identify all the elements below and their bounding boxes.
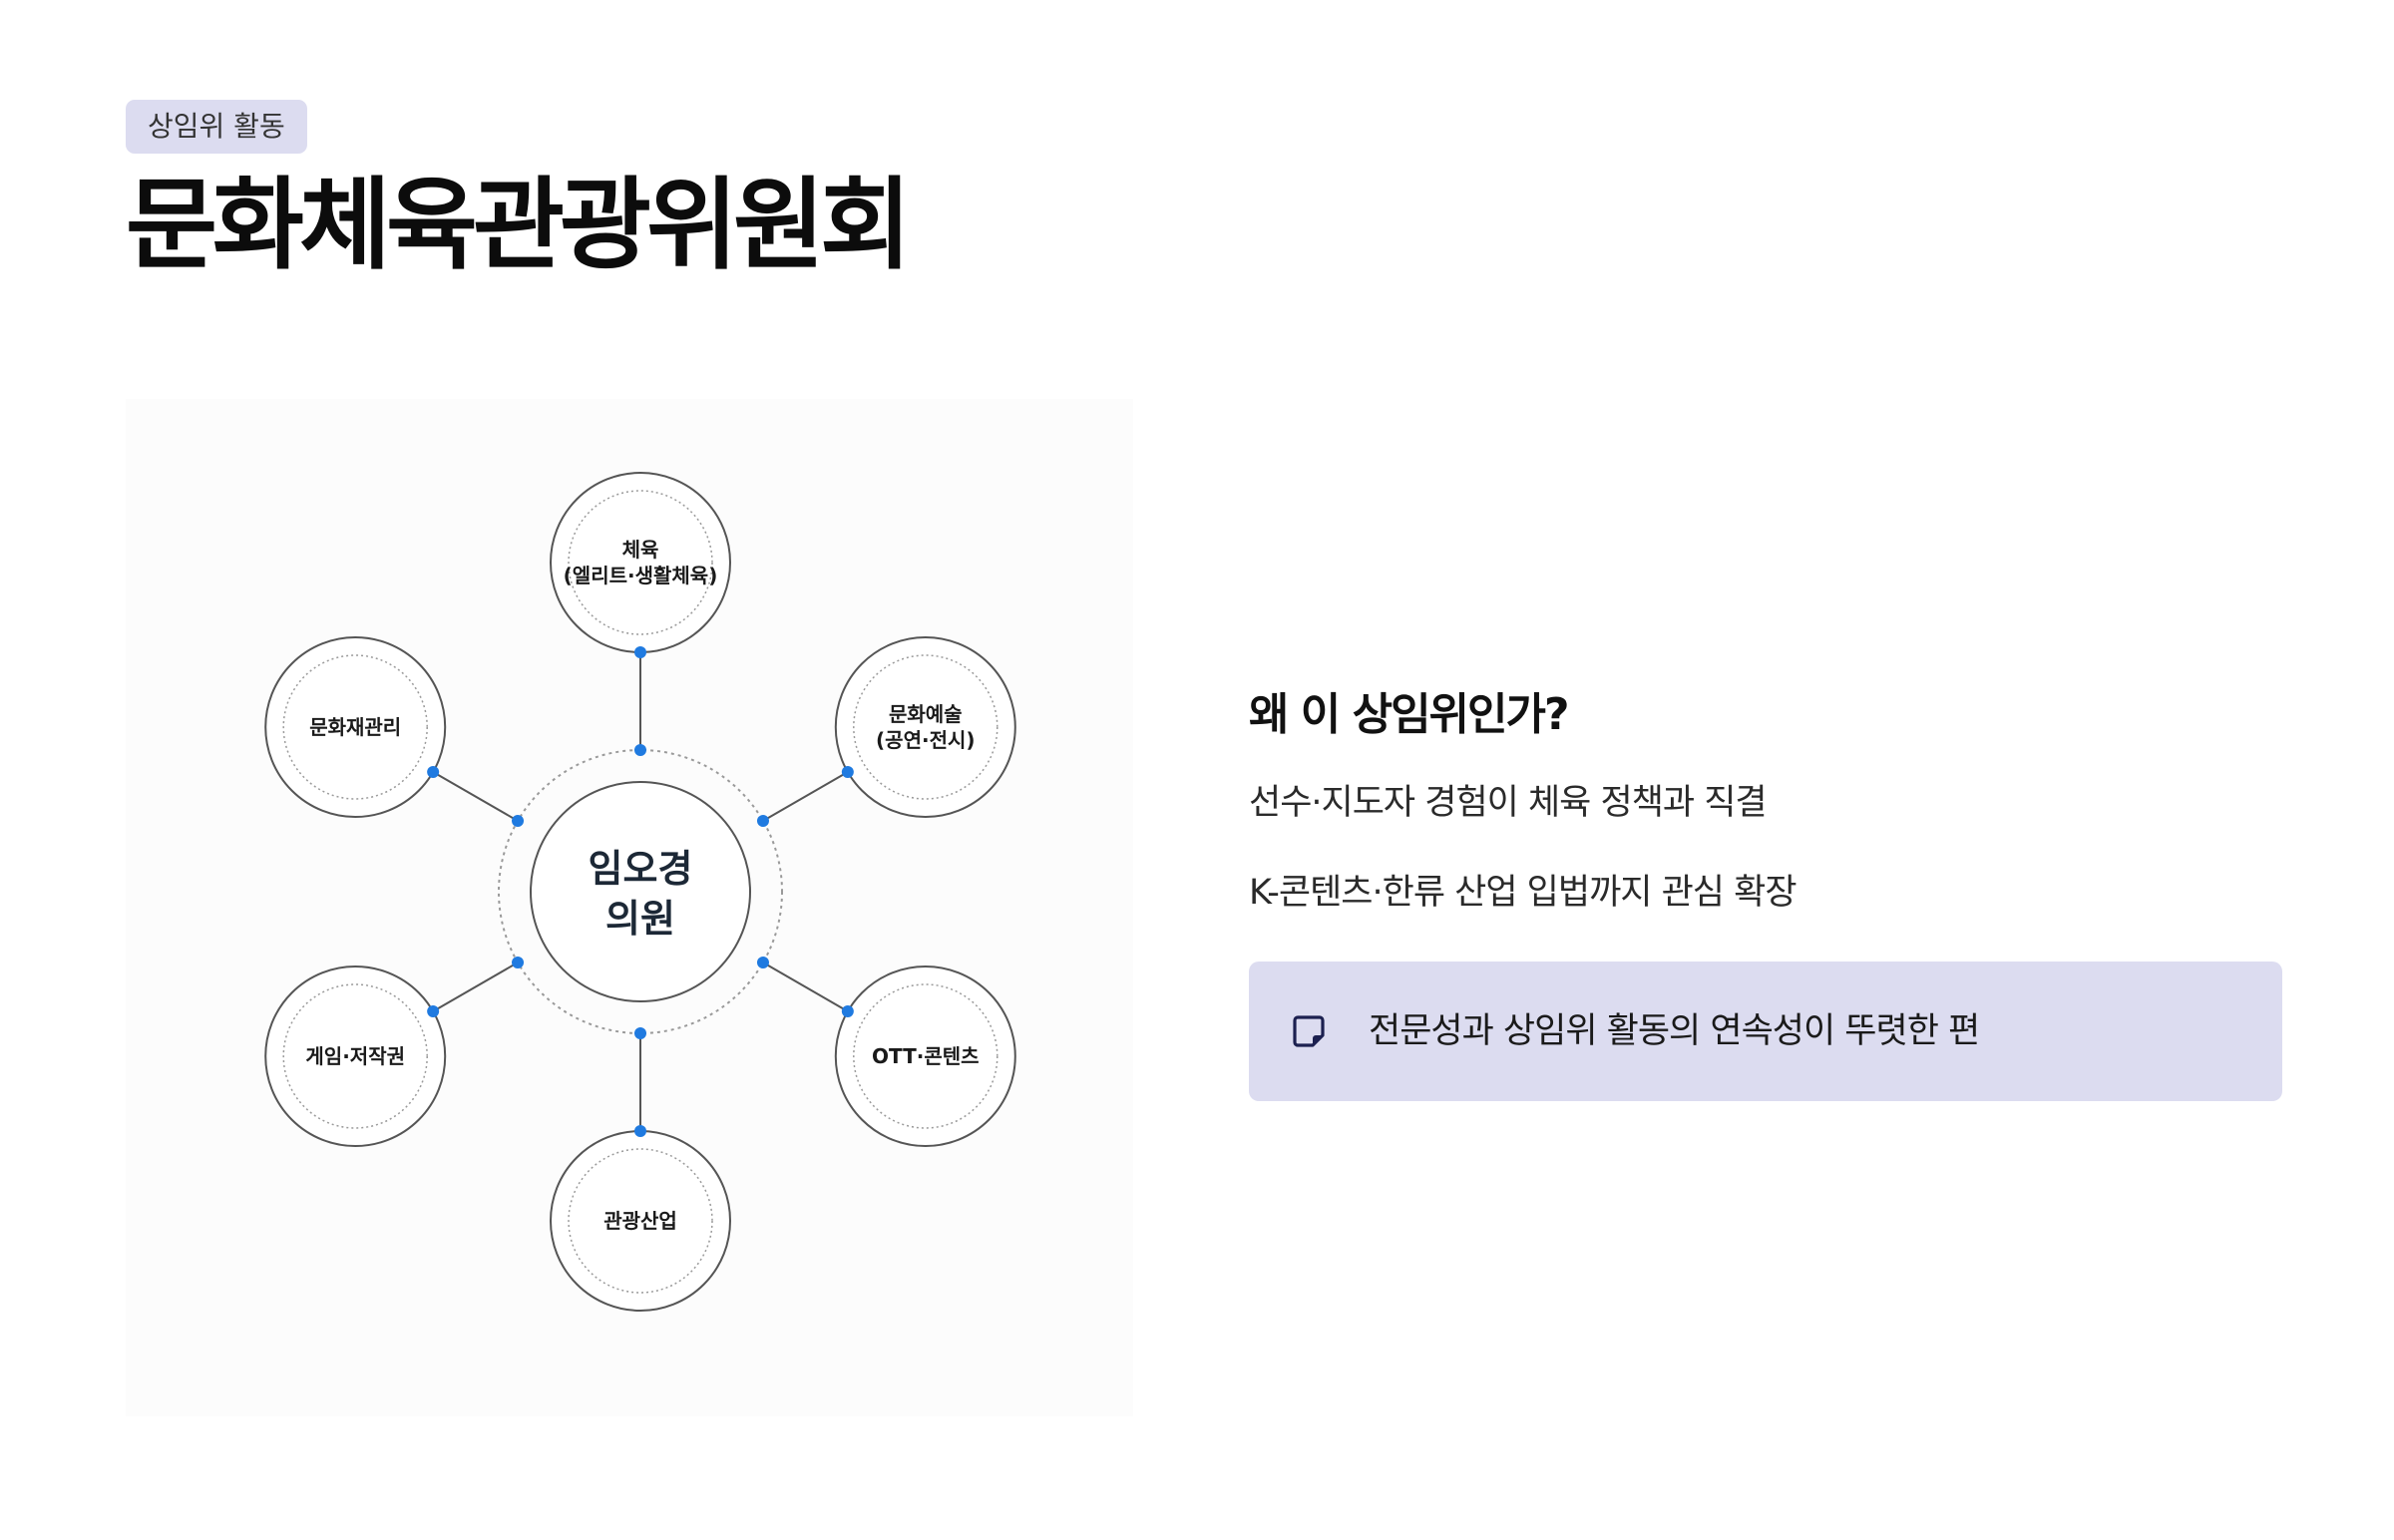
node-outer-circle	[550, 472, 731, 653]
node-inner-ring	[853, 983, 998, 1129]
node-label: OTT·콘텐츠	[872, 1044, 980, 1068]
node-label: (공연·전시)	[876, 728, 975, 752]
node-inner-ring	[568, 490, 713, 635]
reason-item: K-콘텐츠·한류 산업 입법까지 관심 확장	[1249, 873, 1797, 913]
node-label: 관광산업	[603, 1209, 677, 1233]
node-label: 문화재관리	[309, 715, 401, 739]
center-circle	[530, 781, 751, 1002]
topic-node-sports: 체육(엘리트·생활체육)	[550, 472, 731, 653]
connector-line	[762, 962, 849, 1012]
center-outer-ring	[498, 749, 783, 1034]
connector-dot	[634, 646, 646, 658]
center-label-name: 임오경	[589, 847, 693, 891]
node-label: (엘리트·생활체육)	[564, 564, 718, 587]
note-text: 전문성과 상임위 활동의 연속성이 뚜렷한 편	[1369, 1011, 1980, 1051]
connector-dot	[841, 766, 854, 778]
topic-node-games: 게임·저작권	[264, 965, 447, 1147]
center-label-title: 의원	[605, 897, 675, 941]
reason-item: 선수·지도자 경험이 체육 정책과 직결	[1249, 783, 1768, 823]
section-tag: 상임위 활동	[126, 100, 307, 154]
node-label: 문화예술	[889, 702, 963, 726]
connector-line	[432, 771, 519, 822]
node-inner-ring	[282, 983, 428, 1129]
connector-line	[432, 962, 519, 1012]
connector-dot	[756, 957, 769, 968]
why-title: 왜 이 상임위인가?	[1249, 689, 1570, 740]
node-label: 체육	[622, 538, 659, 562]
node-outer-circle	[264, 636, 447, 818]
connector-dot	[841, 1005, 854, 1017]
node-label: 게임·저작권	[305, 1044, 405, 1068]
note-callout: 전문성과 상임위 활동의 연속성이 뚜렷한 편	[1249, 962, 2282, 1101]
center-node: 임오경 의원	[498, 749, 783, 1034]
topic-node-culture-arts: 문화예술(공연·전시)	[834, 636, 1016, 818]
node-inner-ring	[853, 654, 998, 800]
connector-dot	[427, 766, 440, 778]
page-title: 문화체육관광위원회	[126, 167, 912, 283]
connector-dots	[427, 646, 854, 1137]
committee-diagram-svg: 임오경 의원 체육(엘리트·생활체육) 문화예술(공연·전시) OTT·콘텐츠관광산…	[264, 472, 1016, 1312]
node-outer-circle	[264, 965, 447, 1147]
connector-line	[762, 771, 849, 822]
node-outer-circle	[834, 965, 1016, 1147]
connector-dot	[427, 1005, 440, 1017]
connector-dot	[756, 815, 769, 827]
connectors	[432, 652, 849, 1131]
connector-dot	[634, 744, 646, 756]
node-inner-ring	[568, 1148, 713, 1294]
topic-node-heritage: 문화재관리	[264, 636, 447, 818]
sticky-note-icon	[1293, 1015, 1325, 1047]
topic-node-tourism: 관광산업	[550, 1130, 731, 1312]
connector-dot	[634, 1125, 646, 1137]
topic-node-ott: OTT·콘텐츠	[834, 965, 1016, 1147]
node-outer-circle	[834, 636, 1016, 818]
node-inner-ring	[282, 654, 428, 800]
connector-dot	[634, 1027, 646, 1039]
connector-dot	[512, 957, 525, 968]
connector-dot	[512, 815, 525, 827]
